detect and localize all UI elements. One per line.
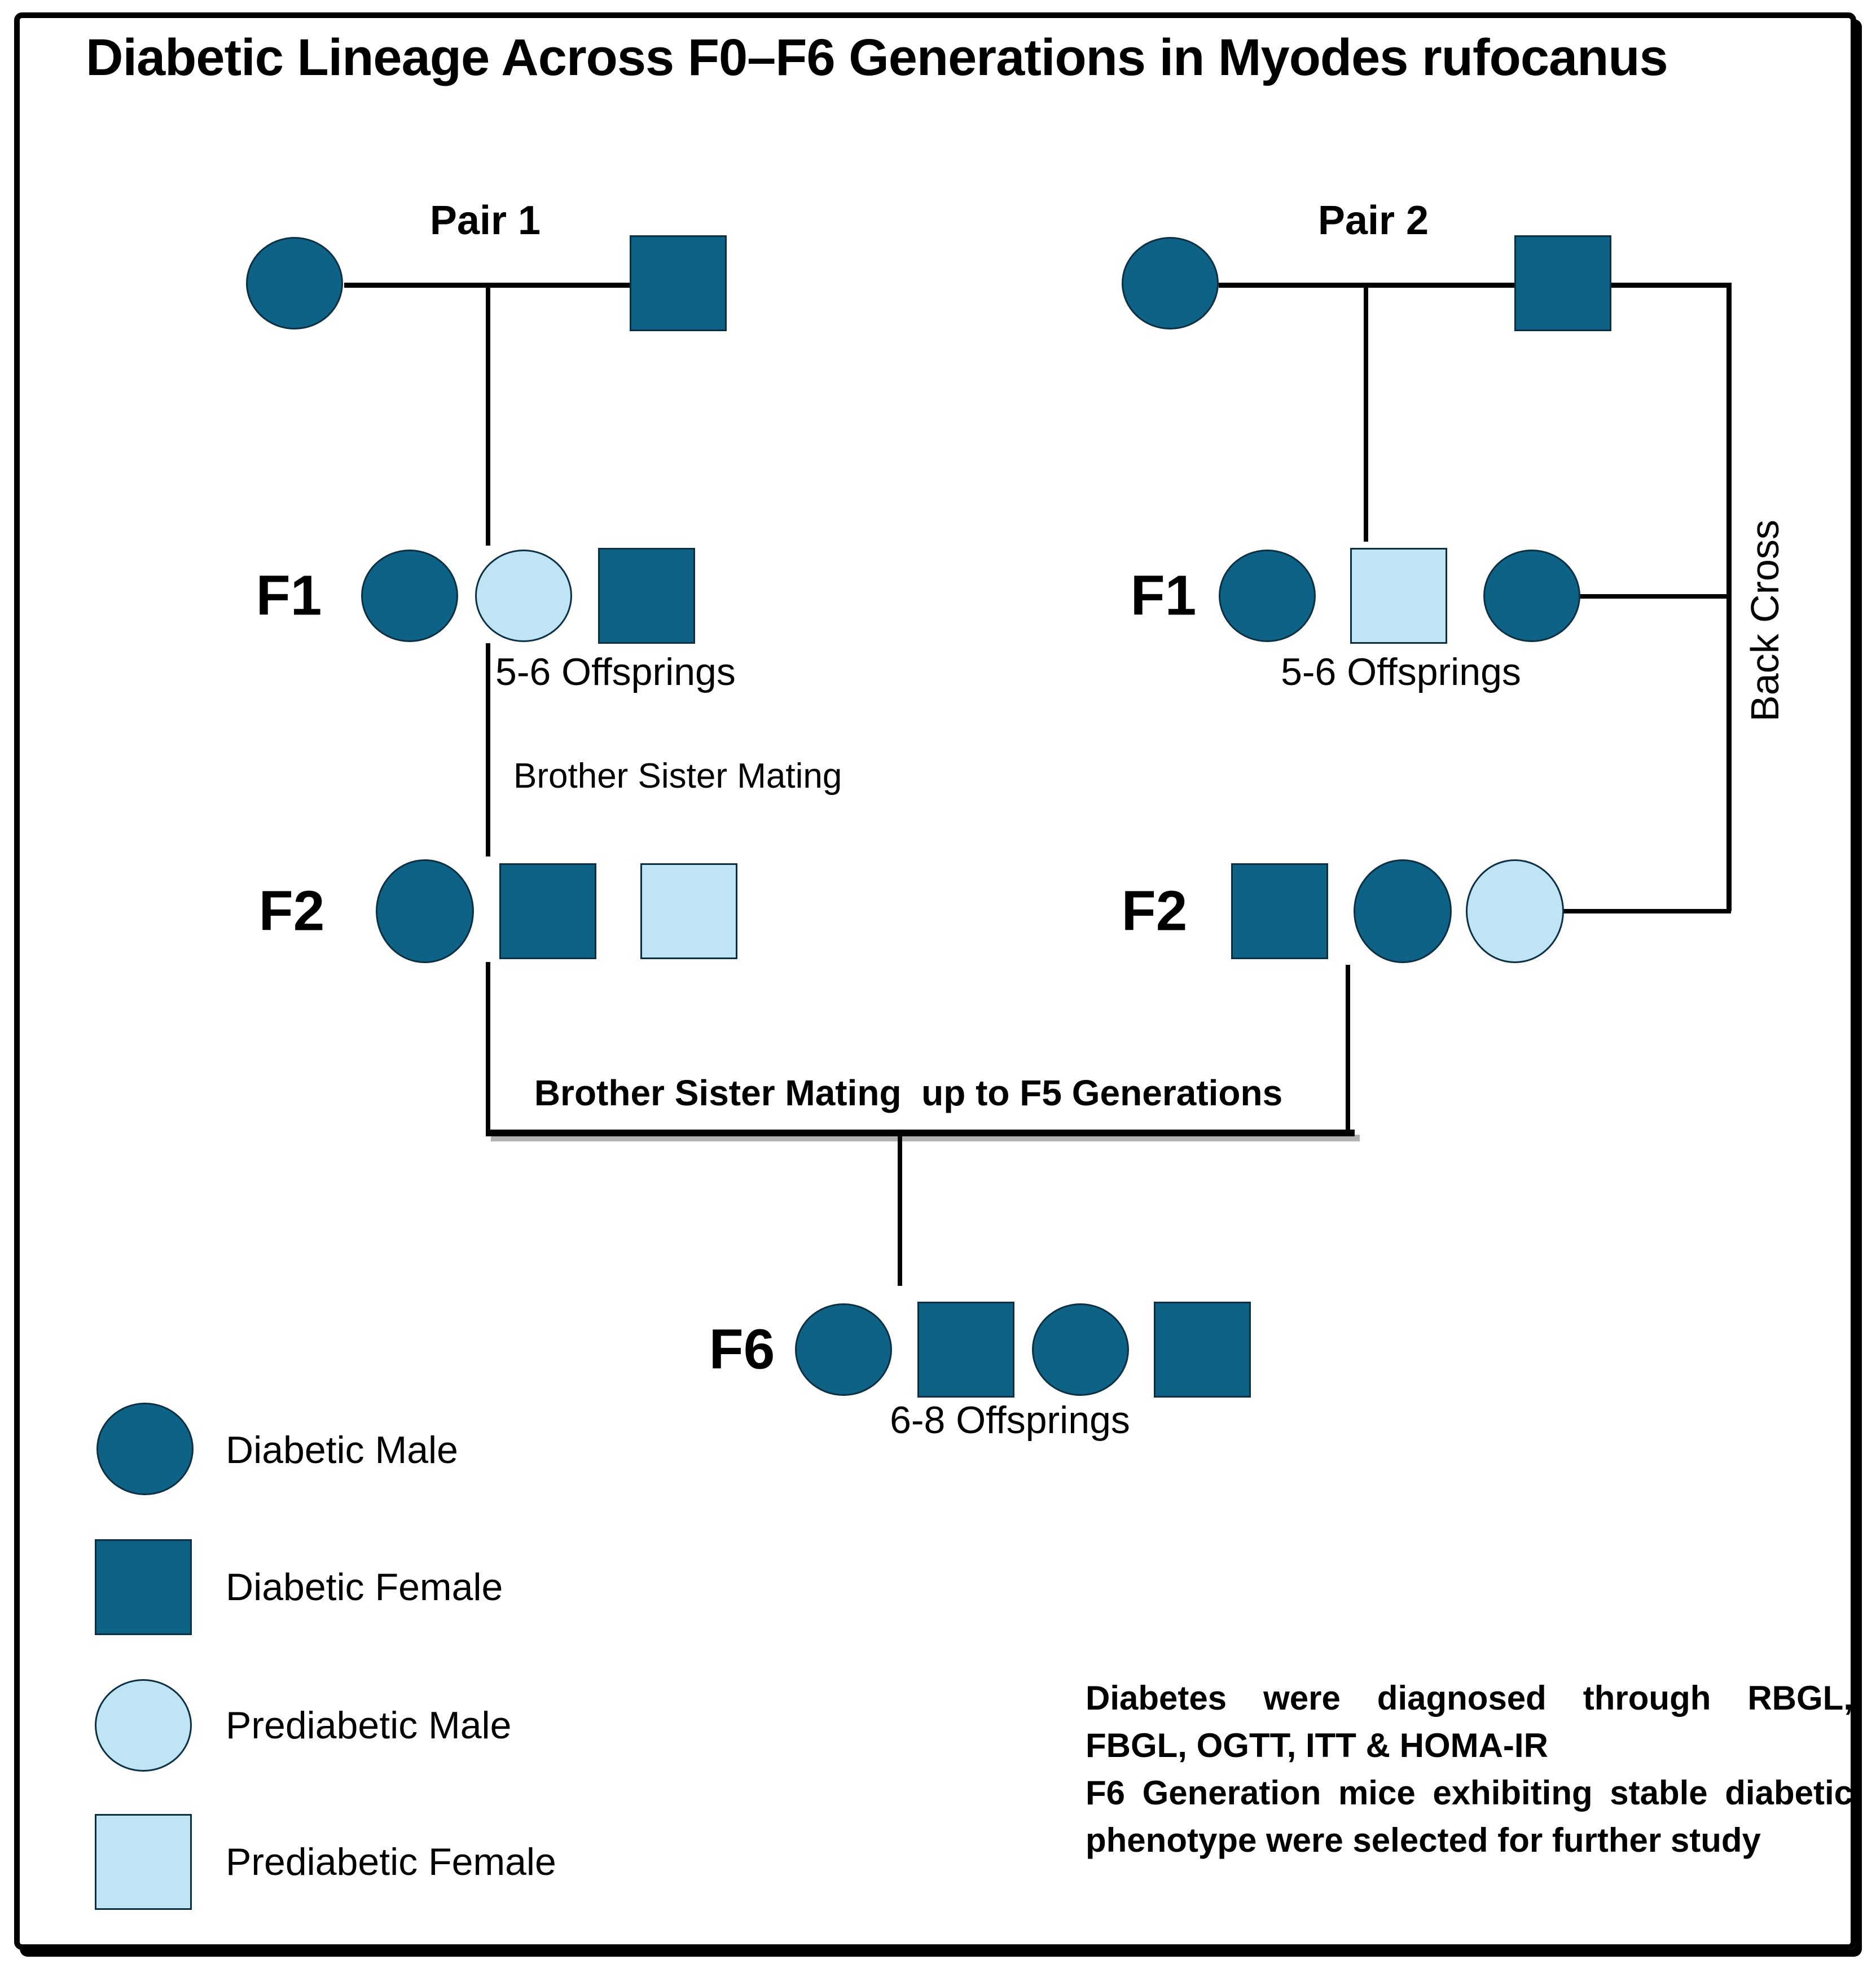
legend-prediabetic-female-icon (95, 1814, 192, 1910)
legend-label-diabetic-male: Diabetic Male (226, 1429, 458, 1471)
footnote-line-selection: F6 Generation mice exhibiting stable dia… (1086, 1774, 1853, 1859)
page-title: Diabetic Lineage Across F0–F6 Generation… (86, 29, 1668, 86)
pair1-f1-prediabetic-male-circle (475, 550, 572, 642)
pair2-offsprings-note: 5-6 Offsprings (1281, 651, 1521, 693)
pair1-offsprings-note: 5-6 Offsprings (495, 651, 736, 693)
legend-diabetic-female-icon (95, 1539, 192, 1635)
legend-diabetic-male-icon (96, 1403, 194, 1495)
pair2-f1-diabetic-male-circle-2 (1483, 550, 1580, 642)
pair1-f2-label: F2 (258, 879, 325, 943)
legend-prediabetic-male-icon (95, 1679, 192, 1772)
pair2-descent-line-f2-junction (1346, 965, 1350, 1132)
footnote: Diabetes were diagnosed through RBGL, FB… (1086, 1675, 1853, 1864)
pair1-f0-diabetic-male-circle (246, 237, 343, 330)
f6-descent-line (898, 1136, 902, 1286)
f6-label: F6 (709, 1317, 775, 1381)
pair2-f1-label: F1 (1130, 564, 1197, 627)
pair2-f1-backcross-connector (1579, 594, 1731, 599)
pair1-label: Pair 1 (429, 198, 541, 243)
pair1-f1-label: F1 (256, 564, 322, 627)
pair2-f2-backcross-connector (1563, 909, 1731, 913)
figure-border (14, 12, 1856, 1950)
f6-diabetic-male-circle-1 (795, 1303, 892, 1396)
pair2-label: Pair 2 (1317, 198, 1429, 243)
f6-offsprings-note: 6-8 Offsprings (890, 1399, 1130, 1442)
pair1-f1-diabetic-female-square (598, 548, 695, 644)
f5-junction-line (486, 1130, 1355, 1136)
pair2-f2-prediabetic-male-circle (1466, 859, 1564, 963)
f6-diabetic-male-circle-2 (1032, 1303, 1129, 1396)
pair1-f1-diabetic-male-circle (361, 550, 458, 642)
pair1-f2-prediabetic-female-square (640, 863, 737, 959)
pair2-couple-line (1219, 283, 1731, 288)
pair1-f0-diabetic-female-square (630, 235, 727, 331)
footnote-line-diagnosis: Diabetes were diagnosed through RBGL, FB… (1086, 1679, 1853, 1764)
pair2-descent-line-f0-f1 (1364, 285, 1368, 542)
pair1-descent-line-f1-f2 (486, 643, 490, 856)
pair2-f1-diabetic-male-circle (1219, 550, 1316, 642)
pair1-descent-line-f0-f1 (486, 285, 490, 546)
legend-label-diabetic-female: Diabetic Female (226, 1566, 503, 1609)
pair2-f0-diabetic-male-circle (1122, 237, 1219, 330)
pair2-f1-prediabetic-female-square (1350, 548, 1447, 644)
brother-sister-mating-note: Brother Sister Mating (513, 757, 842, 796)
pair2-f2-label: F2 (1121, 879, 1188, 943)
pair1-f2-diabetic-male-circle (376, 859, 474, 963)
f6-diabetic-female-square-2 (1154, 1302, 1251, 1398)
pair2-f2-diabetic-male-circle (1354, 859, 1452, 963)
pair2-f2-diabetic-female-square (1231, 863, 1328, 959)
pair2-f0-diabetic-female-square (1514, 235, 1611, 331)
legend-label-prediabetic-male: Prediabetic Male (226, 1704, 512, 1747)
pair1-f2-diabetic-female-square (499, 863, 596, 959)
pair1-descent-line-f2-junction (486, 962, 490, 1132)
legend-label-prediabetic-female: Prediabetic Female (226, 1840, 556, 1883)
f6-diabetic-female-square-1 (917, 1302, 1014, 1398)
junction-note: Brother Sister Mating up to F5 Generatio… (534, 1073, 1283, 1113)
back-cross-label: Back Cross (1743, 520, 1787, 722)
